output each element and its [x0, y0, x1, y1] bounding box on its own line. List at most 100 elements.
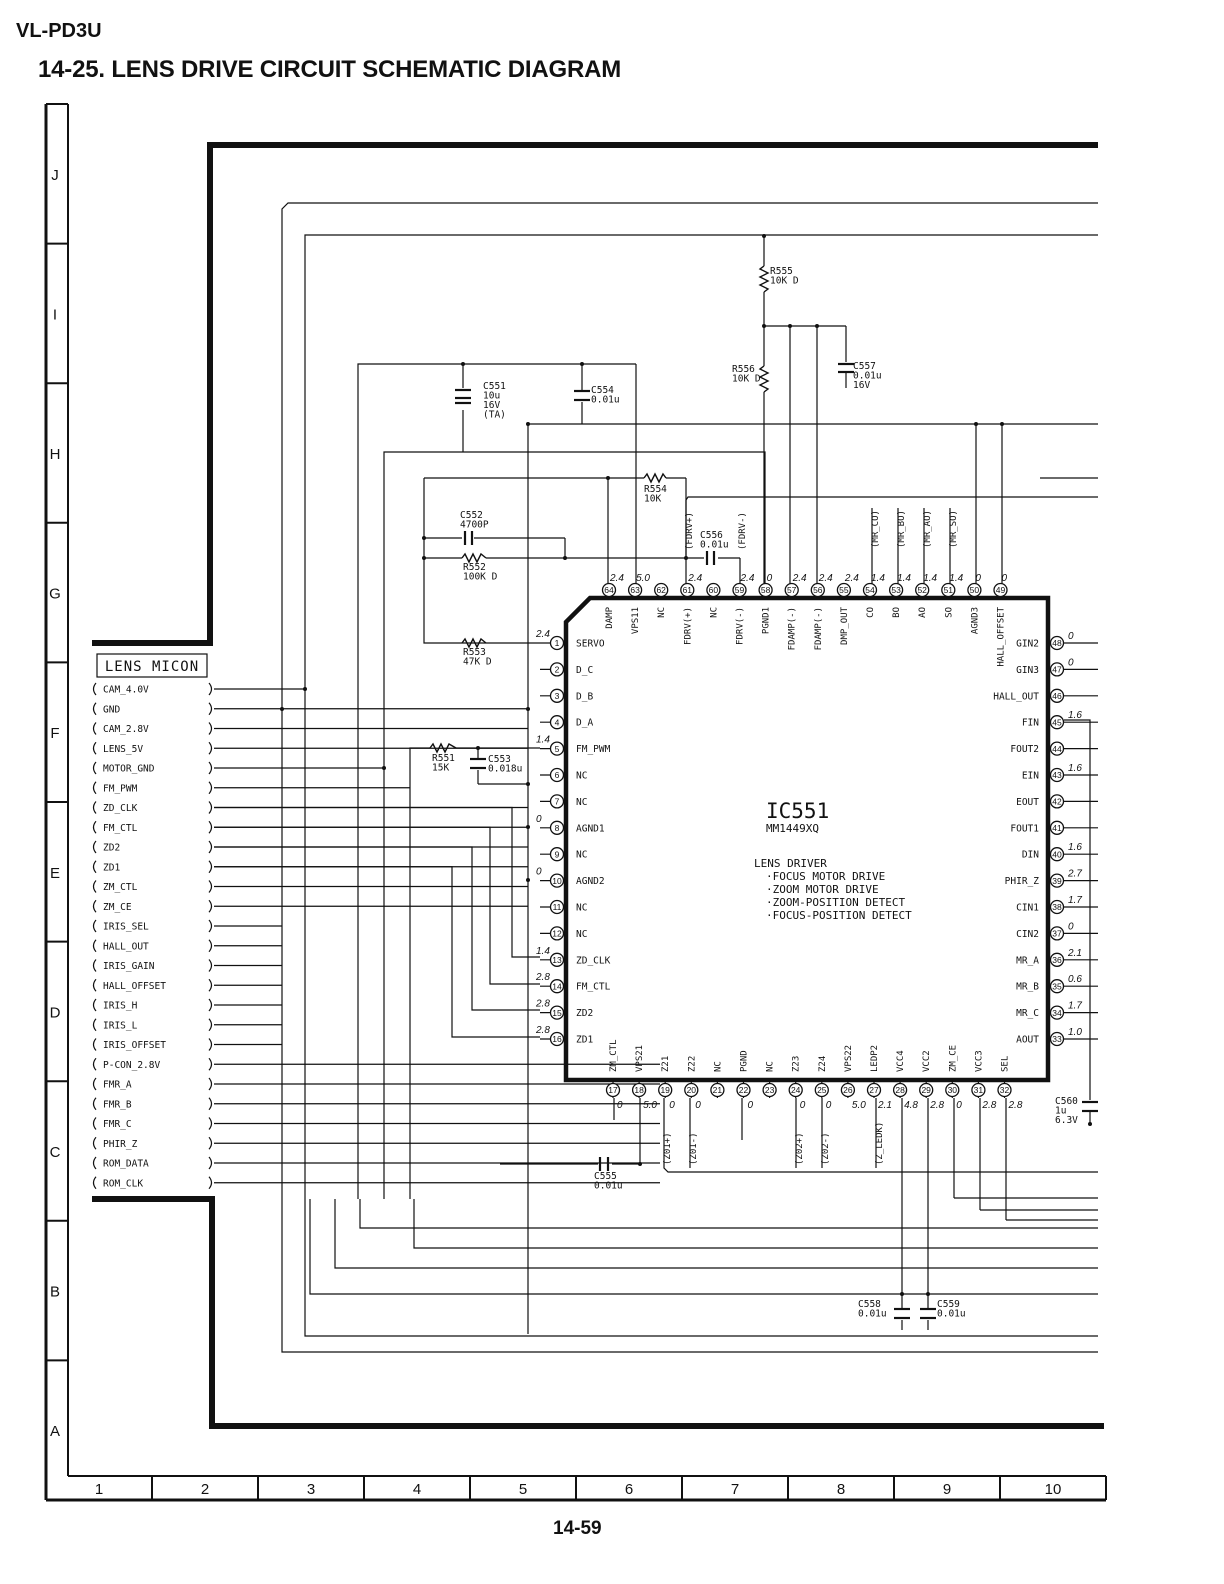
ic-pin-marker [1049, 662, 1065, 677]
ic-pin-number: 19 [660, 1085, 670, 1095]
ic-pin-marker [706, 582, 721, 598]
ic-pin-name: AGND3 [970, 607, 980, 634]
ic-pin-voltage: 0 [826, 1100, 832, 1111]
ic-pin-voltage: 0.6 [1068, 974, 1082, 985]
ic-pin-number: 27 [869, 1085, 879, 1095]
connector-pin-bracket [208, 880, 213, 893]
component-label-r555: R555 [770, 266, 793, 277]
ic-pin-marker [605, 1082, 621, 1098]
ic-pin-number: 3 [555, 691, 560, 701]
connector-pin-label: FM_CTL [103, 823, 138, 834]
connector-pin-bracket [208, 1176, 213, 1190]
ic-pin-voltage: 2.1 [877, 1100, 892, 1111]
ic-pin-name: ZM_CTL [609, 1039, 619, 1072]
ic-pin-number: 4 [555, 717, 560, 727]
connector-pin-label: ROM_CLK [103, 1178, 143, 1189]
ic-pin-number: 54 [865, 585, 875, 595]
ic-pin-name: NC [713, 1061, 723, 1072]
routed-wire [214, 846, 540, 1011]
component-label-r555: 10K D [770, 276, 799, 287]
ic-pin-name: FDRV(+) [683, 607, 693, 645]
ic-pin-number: 15 [552, 1008, 562, 1018]
ic-pin-marker [1049, 952, 1065, 967]
connector-pin-bracket [92, 1176, 97, 1190]
ic-pin-voltage: 5.0 [852, 1100, 866, 1111]
ic-pin-number: 39 [1052, 876, 1062, 886]
ic-pin-marker [1049, 1005, 1065, 1020]
connector-pin-label: P-CON_2.8V [103, 1060, 160, 1071]
ic-pin-marker [784, 582, 799, 598]
ic-pin-number: 41 [1052, 823, 1062, 833]
ic-pin-number: 48 [1052, 638, 1062, 648]
ic-pin-voltage: 1.7 [1068, 895, 1082, 906]
row-label: F [50, 725, 59, 742]
connector-pin-bracket [208, 682, 213, 696]
ic-pin-number: 13 [552, 955, 562, 965]
ic-pin-number: 18 [634, 1085, 644, 1095]
ic-pin-name: D_C [576, 665, 593, 676]
ic-pin-number: 32 [1000, 1085, 1010, 1095]
ic-pin-voltage: 1.4 [536, 946, 550, 957]
connector-pin-label: CAM_4.0V [103, 685, 149, 696]
component-label-c551: C551 [483, 381, 506, 392]
ic-pin-voltage: 2.8 [535, 972, 550, 983]
ic-pin-voltage: 2.4 [844, 573, 859, 584]
connector-pin-bracket [92, 801, 97, 814]
ic-pin-name: VPS22 [844, 1045, 854, 1072]
ic-pin-marker [627, 582, 643, 598]
connector-pin-bracket [208, 919, 213, 933]
ic-pin-marker [888, 582, 904, 598]
ic-pin-marker [1049, 820, 1065, 835]
component-label-r553: R553 [463, 647, 486, 658]
net-label: (FDRV-) [738, 512, 748, 550]
ic-pin-number: 17 [608, 1085, 618, 1095]
ic-pin-marker [1049, 926, 1065, 941]
ic-pin-name: BO [892, 607, 902, 618]
ic-pin-voltage: 0 [800, 1100, 806, 1111]
ic-pin-number: 29 [921, 1085, 931, 1095]
component-label-c555: C555 [594, 1171, 617, 1182]
ic-pin-voltage: 1.4 [949, 573, 963, 584]
ic-pin-name: FDRV(-) [736, 607, 746, 645]
column-label: 6 [625, 1481, 633, 1498]
connector-pin-bracket [208, 998, 213, 1012]
ic-pin-marker [549, 767, 565, 783]
ic-function: LENS DRIVER [754, 857, 827, 870]
connector-pin-bracket [92, 741, 97, 755]
ic-pin-marker [601, 582, 617, 598]
component-label-c553: 0.018u [488, 764, 522, 775]
connector-pin-bracket [208, 860, 213, 874]
ic-pin-number: 43 [1052, 770, 1062, 780]
connector-pin-bracket [92, 1136, 97, 1150]
connector-pin-label: ZD2 [103, 843, 120, 854]
ic-pin-marker [732, 582, 747, 598]
ic-pin-name: EOUT [1016, 797, 1039, 808]
junctions [280, 234, 1092, 1296]
ic-pin-marker [1049, 635, 1065, 651]
connector-pin-bracket [92, 722, 97, 735]
ic-pin-name: NC [576, 771, 587, 782]
row-label: G [49, 586, 61, 603]
ic-pin-name: NC [576, 929, 587, 940]
ic-pin-number: 52 [917, 585, 927, 595]
ic-pin-voltage: 1.4 [871, 573, 885, 584]
ic-pin-name: ZD_CLK [576, 955, 611, 966]
ic-pin-number: 49 [996, 585, 1006, 595]
connector-pin-bracket [92, 899, 97, 913]
ic-pin-marker [549, 979, 565, 994]
ic-pin-name: FOUT2 [1010, 744, 1039, 755]
ic-pin-voltage: 2.1 [1067, 948, 1082, 959]
ic-pin-number: 57 [787, 585, 797, 595]
ic-pin-number: 5 [555, 744, 560, 754]
ic-pin-name: GIN3 [1016, 665, 1039, 676]
connector-pin-bracket [92, 939, 97, 953]
component-label-c558: 0.01u [858, 1309, 887, 1320]
component-label-c560: 6.3V [1055, 1115, 1078, 1126]
ic-pin-name: GIN2 [1016, 639, 1039, 650]
ic-pin-name: Z21 [661, 1056, 671, 1072]
ic-pin-name: VPS21 [635, 1045, 645, 1072]
connector-pin-bracket [92, 1038, 97, 1051]
connector-pin-bracket [92, 1057, 97, 1071]
ic-pin-name: NC [709, 607, 719, 618]
